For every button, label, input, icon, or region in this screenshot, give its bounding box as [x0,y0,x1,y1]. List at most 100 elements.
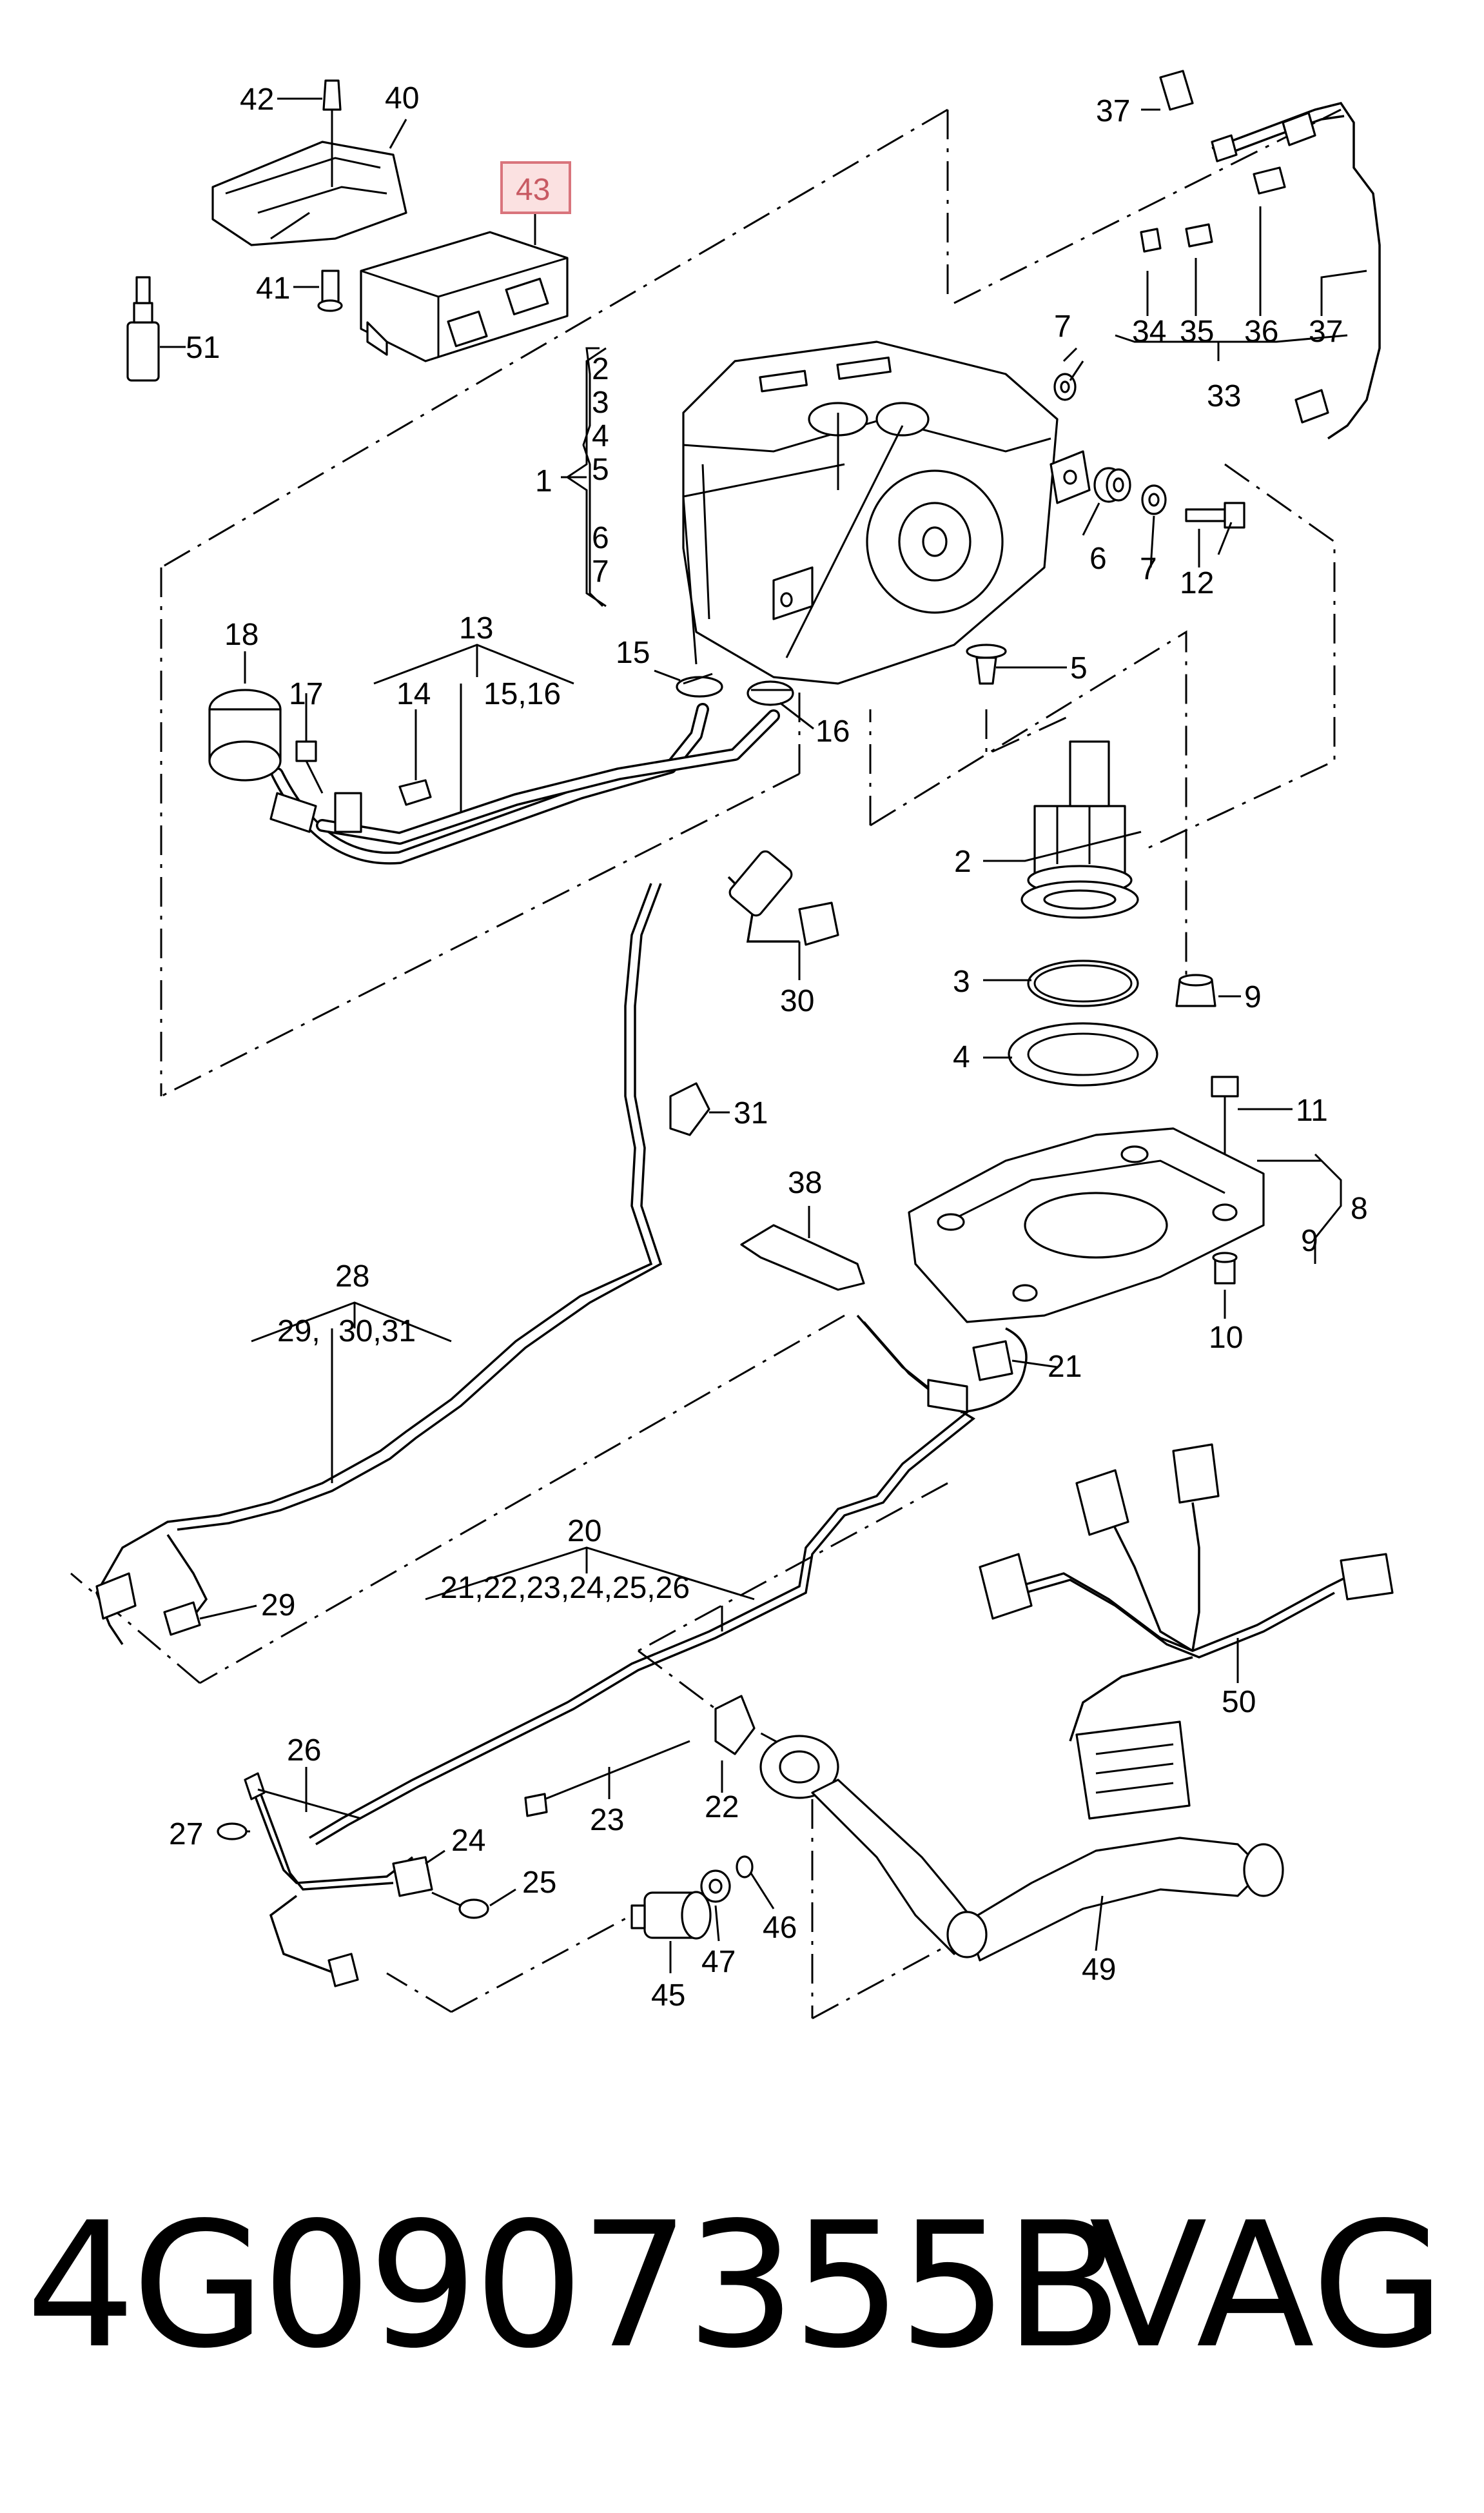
label-5-right: 5 [1070,651,1088,685]
bracket-8-drawing [908,1127,1265,1323]
valve-18-drawing [208,689,317,833]
washer-7-drawing [1141,484,1167,515]
label-7: 7 [592,555,609,589]
brace-1 [565,347,607,607]
part-number: 4G0907355B [26,2185,1123,2387]
parts-diagram: 42 40 43 41 51 37 34 35 36 37 33 2 3 4 5… [70,70,1394,2020]
bracket-40-drawing [211,141,407,246]
label-15: 15 [616,636,650,670]
label-7-right: 7 [1140,552,1157,586]
label-30: 30 [780,984,814,1018]
label-7-top: 7 [1054,310,1071,344]
label-8: 8 [1351,1192,1368,1226]
label-3-ring: 3 [953,965,970,999]
label-45: 45 [651,1978,685,2013]
clip-31-drawing [669,1082,710,1136]
label-41: 41 [256,271,290,306]
label-49: 49 [1082,1953,1116,1987]
label-33: 33 [1207,379,1241,413]
grommet-6-drawing [1093,467,1131,503]
pipe-26-drawing [244,1772,414,1987]
seal-47-drawing [700,1869,731,1903]
nut-27-drawing [217,1822,248,1840]
harness-50-drawing [979,1443,1394,1820]
leader-lines [160,97,1367,1973]
label-31: 31 [734,1096,768,1130]
nut-9-drawing [1175,974,1216,1007]
label-23: 23 [590,1803,624,1837]
label-37-top: 37 [1096,94,1130,128]
label-42: 42 [240,83,274,117]
label-13: 13 [459,611,493,645]
highlight-box-43 [500,161,571,214]
pump-unit-2-drawing [1020,740,1139,919]
label-30-31-group: 30,31 [338,1314,416,1348]
label-29: 29 [261,1588,295,1622]
ring-46-drawing [736,1855,754,1878]
clip-22-drawing [714,1695,756,1755]
label-20: 20 [567,1514,601,1548]
label-6: 6 [592,521,609,555]
part-labels: 42 40 43 41 51 37 34 35 36 37 33 2 3 4 5… [169,81,1368,2013]
spacer-10-drawing [1212,1252,1238,1285]
label-17: 17 [289,677,323,711]
brand-name: VAG [1089,2185,1446,2387]
label-34: 34 [1132,315,1166,349]
label-22: 22 [705,1790,739,1824]
label-37-group: 37 [1309,315,1343,349]
label-4-ring: 4 [953,1040,970,1074]
hose-13-drawing [271,703,780,865]
label-43: 43 [516,173,550,207]
harness-20-drawing [309,1314,1028,1846]
label-26: 26 [287,1733,321,1768]
label-27: 27 [169,1817,203,1851]
seal-ring-3-drawing [1027,960,1139,1007]
control-unit-43-drawing [360,231,569,362]
pipe-49-drawing [759,1735,1284,1962]
lock-ring-4-drawing [1008,1022,1158,1087]
label-9-bracket: 9 [1301,1224,1318,1258]
label-18: 18 [224,618,259,652]
clamp-15-drawing [676,673,723,698]
label-11: 11 [1296,1094,1328,1128]
label-46: 46 [763,1911,797,1945]
bracket-38-drawing [740,1224,865,1291]
bolt-42-drawing [322,79,342,187]
label-38: 38 [788,1166,822,1200]
harness-28-drawing [95,850,839,1645]
label-5: 5 [592,453,609,487]
bolt-12-drawing [1185,502,1245,529]
label-2: 2 [592,352,609,386]
label-36: 36 [1244,315,1278,349]
label-4: 4 [592,419,609,453]
label-6-right: 6 [1089,542,1107,576]
clip-5-drawing [966,644,1007,685]
bolt-14-drawing [398,779,432,806]
label-9: 9 [1244,980,1262,1014]
label-29-group: 29, [277,1314,320,1348]
label-2-pump: 2 [954,845,971,879]
label-25: 25 [522,1866,556,1900]
clamp-16-drawing [747,680,794,706]
bolt-25-drawing [431,1891,489,1919]
label-28: 28 [335,1259,369,1294]
label-12: 12 [1180,566,1214,600]
screw-41-drawing [317,270,343,312]
label-47: 47 [701,1945,736,1979]
label-16: 16 [815,714,850,749]
label-14: 14 [396,677,431,711]
harness-33-drawing [1140,70,1381,440]
bottle-51-drawing [126,276,160,382]
tank-drawing [682,340,1091,685]
label-3: 3 [592,386,609,420]
label-21: 21 [1048,1350,1082,1384]
label-40: 40 [385,81,419,115]
label-24: 24 [451,1824,485,1858]
label-51: 51 [186,331,220,365]
label-10: 10 [1209,1321,1243,1355]
clamp-24-drawing [392,1856,433,1897]
label-21-26-group: 21,22,23,24,25,26 [440,1571,690,1605]
pump-45-drawing [630,1891,712,1940]
bolt-17-drawing [295,740,362,833]
label-50: 50 [1222,1685,1256,1719]
